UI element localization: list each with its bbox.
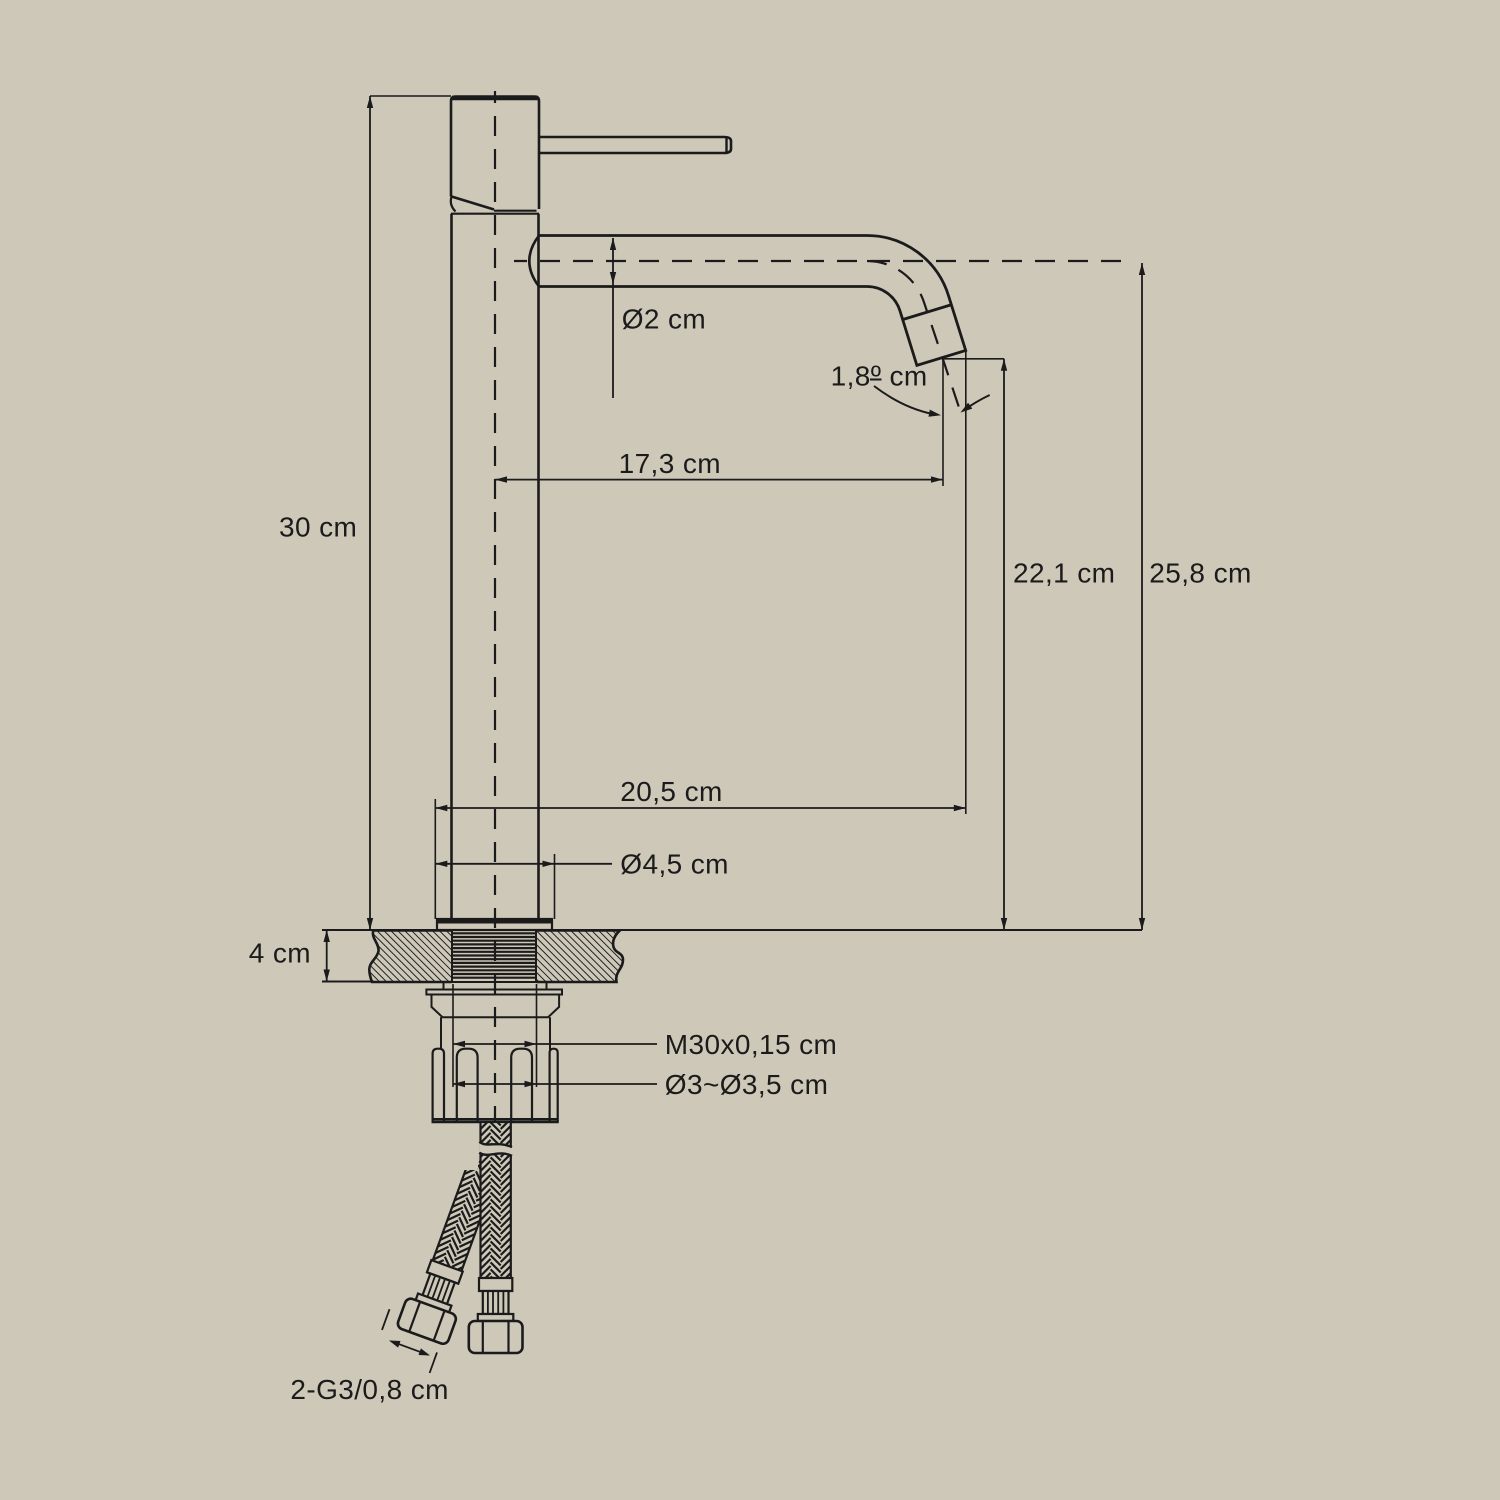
svg-text:30 cm: 30 cm: [279, 512, 357, 543]
svg-text:20,5 cm: 20,5 cm: [620, 776, 722, 807]
svg-text:Ø3~Ø3,5 cm: Ø3~Ø3,5 cm: [665, 1069, 829, 1100]
svg-text:17,3 cm: 17,3 cm: [619, 448, 721, 479]
svg-text:25,8 cm: 25,8 cm: [1149, 558, 1251, 589]
svg-text:4 cm: 4 cm: [249, 937, 311, 968]
svg-text:M30x0,15 cm: M30x0,15 cm: [665, 1029, 837, 1060]
svg-text:Ø2 cm: Ø2 cm: [622, 303, 706, 334]
svg-text:Ø4,5 cm: Ø4,5 cm: [620, 849, 729, 880]
svg-text:22,1 cm: 22,1 cm: [1013, 558, 1115, 589]
svg-text:1,8º cm: 1,8º cm: [831, 361, 928, 392]
svg-text:2-G3/0,8 cm: 2-G3/0,8 cm: [290, 1374, 448, 1405]
